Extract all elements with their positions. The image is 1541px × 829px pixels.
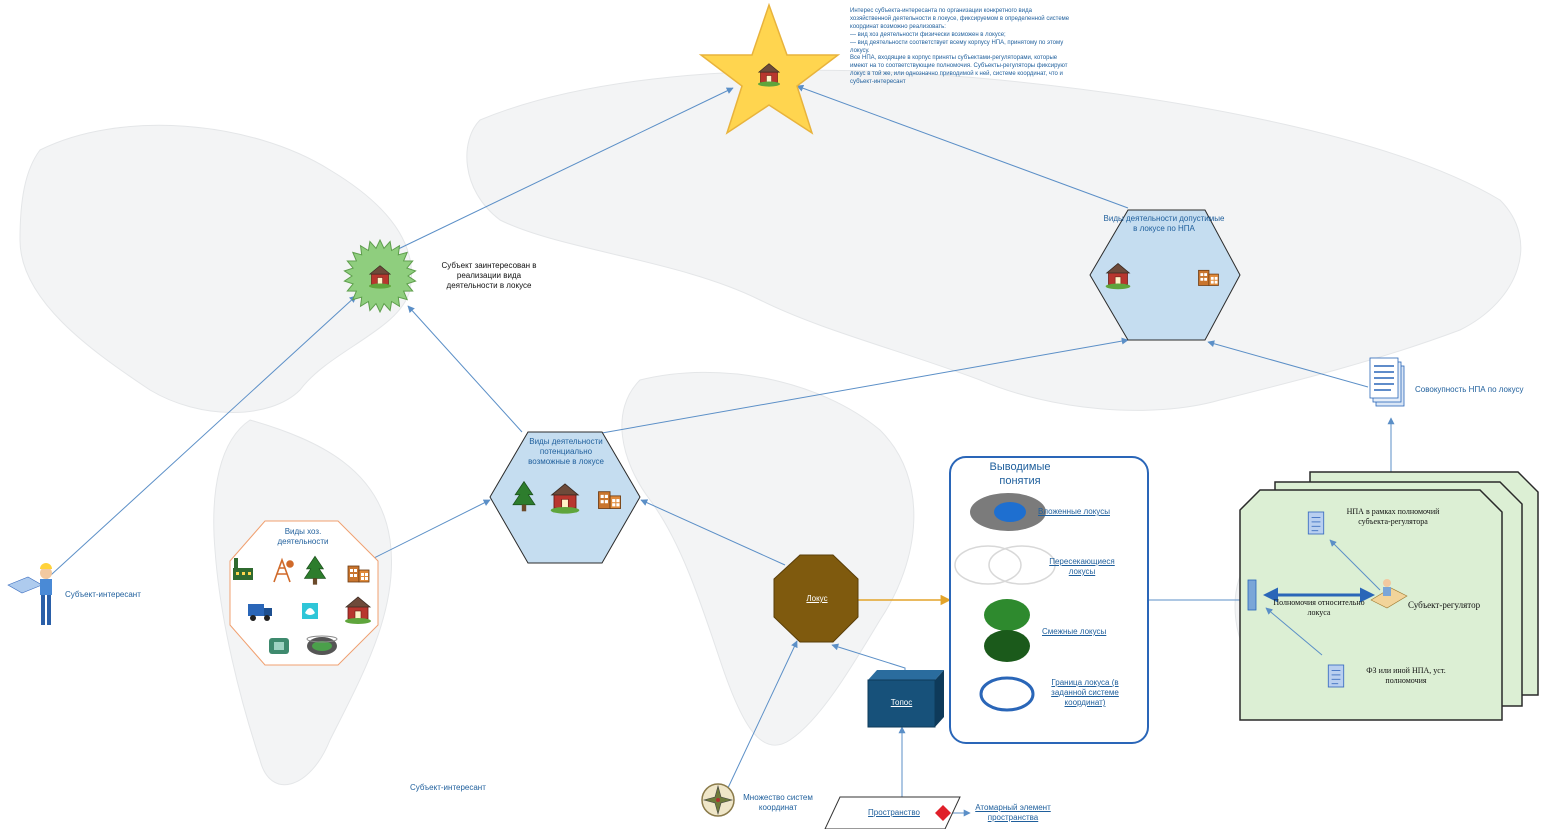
space-shape: [824, 796, 961, 829]
regulator-cards: [1239, 471, 1539, 721]
derived-intersecting-label: Пересекающиеся локусы: [1049, 557, 1115, 576]
document-icon: [1307, 511, 1325, 535]
water-icon: [302, 603, 318, 619]
intersecting-locus-b: [988, 545, 1056, 585]
intersecting-locus-a: [954, 545, 1022, 585]
derived-boundary-label: Граница локуса (в заданной системе коорд…: [1051, 678, 1119, 707]
interest-burst: [343, 238, 417, 314]
note-line: — вид деятельности соответствует всему к…: [850, 39, 1064, 46]
document-icon: [1327, 664, 1345, 688]
space-label: Пространство: [868, 808, 920, 817]
note-line: локусу.: [850, 47, 870, 54]
note-line: локус в той же, или однозначно приводимо…: [850, 71, 1063, 78]
interested-subject-label: Субъект заинтересован в реализации вида …: [441, 261, 537, 290]
truck-icon: [248, 604, 272, 621]
note-line: Все НПА, входящие в корпус приняты субъе…: [850, 55, 1058, 62]
compass-icon: [701, 783, 735, 817]
regulator-npa-scope-label: НПА в рамках полномочий субъекта-регулят…: [1346, 507, 1440, 526]
boundary-locus: [979, 676, 1035, 712]
note-line: хозяйственной деятельности в локусе, фик…: [850, 15, 1070, 22]
arrow-fz-to-powers: [1265, 607, 1323, 656]
derived-nested-label: Вложенные локусы: [1038, 507, 1110, 516]
regulator-fz-label: ФЗ или иной НПА, уст. полномочия: [1366, 666, 1446, 685]
arrow-potential-to-interest: [407, 305, 523, 433]
diamond-icon: [935, 805, 951, 821]
potential-activities-label: Виды деятельности потенциально возможные…: [528, 437, 604, 466]
target-star: [698, 2, 841, 135]
permitted-activities-label: Виды деятельности допустимые в локусе по…: [1103, 214, 1225, 233]
npa-set-label: Совокупность НПА по локусу: [1415, 385, 1524, 394]
arrow-regulator-to-npa-doc: [1329, 539, 1381, 591]
potential-activities-hexagon: [489, 431, 641, 564]
worker-icon: [7, 563, 52, 625]
stakeholder-bottom-label: Субъект-интересант: [410, 783, 486, 792]
mining-icon: [269, 638, 289, 654]
note-line: Интерес субъекта-интересанта по организа…: [850, 8, 1032, 14]
atomic-element-label: Атомарный элемент пространства: [975, 803, 1051, 822]
locus-label: Локус: [806, 594, 828, 603]
regulator-label: Субъект-регулятор: [1408, 600, 1481, 610]
permitted-activities-hexagon: [1089, 209, 1241, 341]
arrow-locus-to-potential: [640, 499, 786, 566]
derived-title: Выводимые понятия: [989, 461, 1051, 487]
arrow-permitted-to-star: [796, 84, 1129, 209]
topos-label: Топос: [890, 698, 913, 707]
activity-types-octagon: [229, 520, 379, 666]
coordinate-systems-label: Множество систем координат: [743, 793, 813, 812]
regulator-powers-label: Полномочия относительно локуса: [1273, 598, 1365, 617]
arrow-interest-to-star: [391, 87, 734, 253]
stadium-icon: [306, 635, 338, 655]
note-line: имеют на то соответствующие полномочия. …: [850, 63, 1068, 70]
arrow-stakeholder-to-interest: [39, 295, 357, 586]
derived-concepts-box: [949, 456, 1149, 744]
note-text: Интерес субъекта-интересанта по организа…: [850, 8, 1112, 87]
oil-rig-icon: [273, 557, 294, 583]
adjacent-locus-b: [984, 630, 1030, 662]
arrow-potential-to-permitted: [601, 337, 1129, 434]
adjacent-locus-a: [984, 599, 1030, 631]
topos-cube: [867, 670, 944, 728]
note-line: — вид хоз деятельности физически возможе…: [850, 31, 1006, 38]
nested-locus-inner: [994, 502, 1026, 522]
arrow-coords-to-locus: [726, 640, 798, 791]
stakeholder-label: Субъект-интересант: [65, 590, 141, 599]
derived-adjacent-label: Смежные локусы: [1042, 627, 1107, 636]
arrow-activities-to-potential: [369, 499, 491, 561]
factory-icon: [233, 558, 253, 580]
arrow-npa-to-permitted: [1207, 340, 1369, 388]
regulator-person-icon: [1370, 579, 1408, 609]
activity-types-label: Виды хоз. деятельности: [277, 527, 329, 546]
locus-shape: [773, 554, 859, 643]
regulator-desk-icon: [1247, 579, 1257, 611]
documents-icon: [1369, 357, 1405, 407]
note-line: координат возможно реализовать:: [850, 23, 946, 30]
note-line: субъект-интересант: [850, 79, 906, 86]
